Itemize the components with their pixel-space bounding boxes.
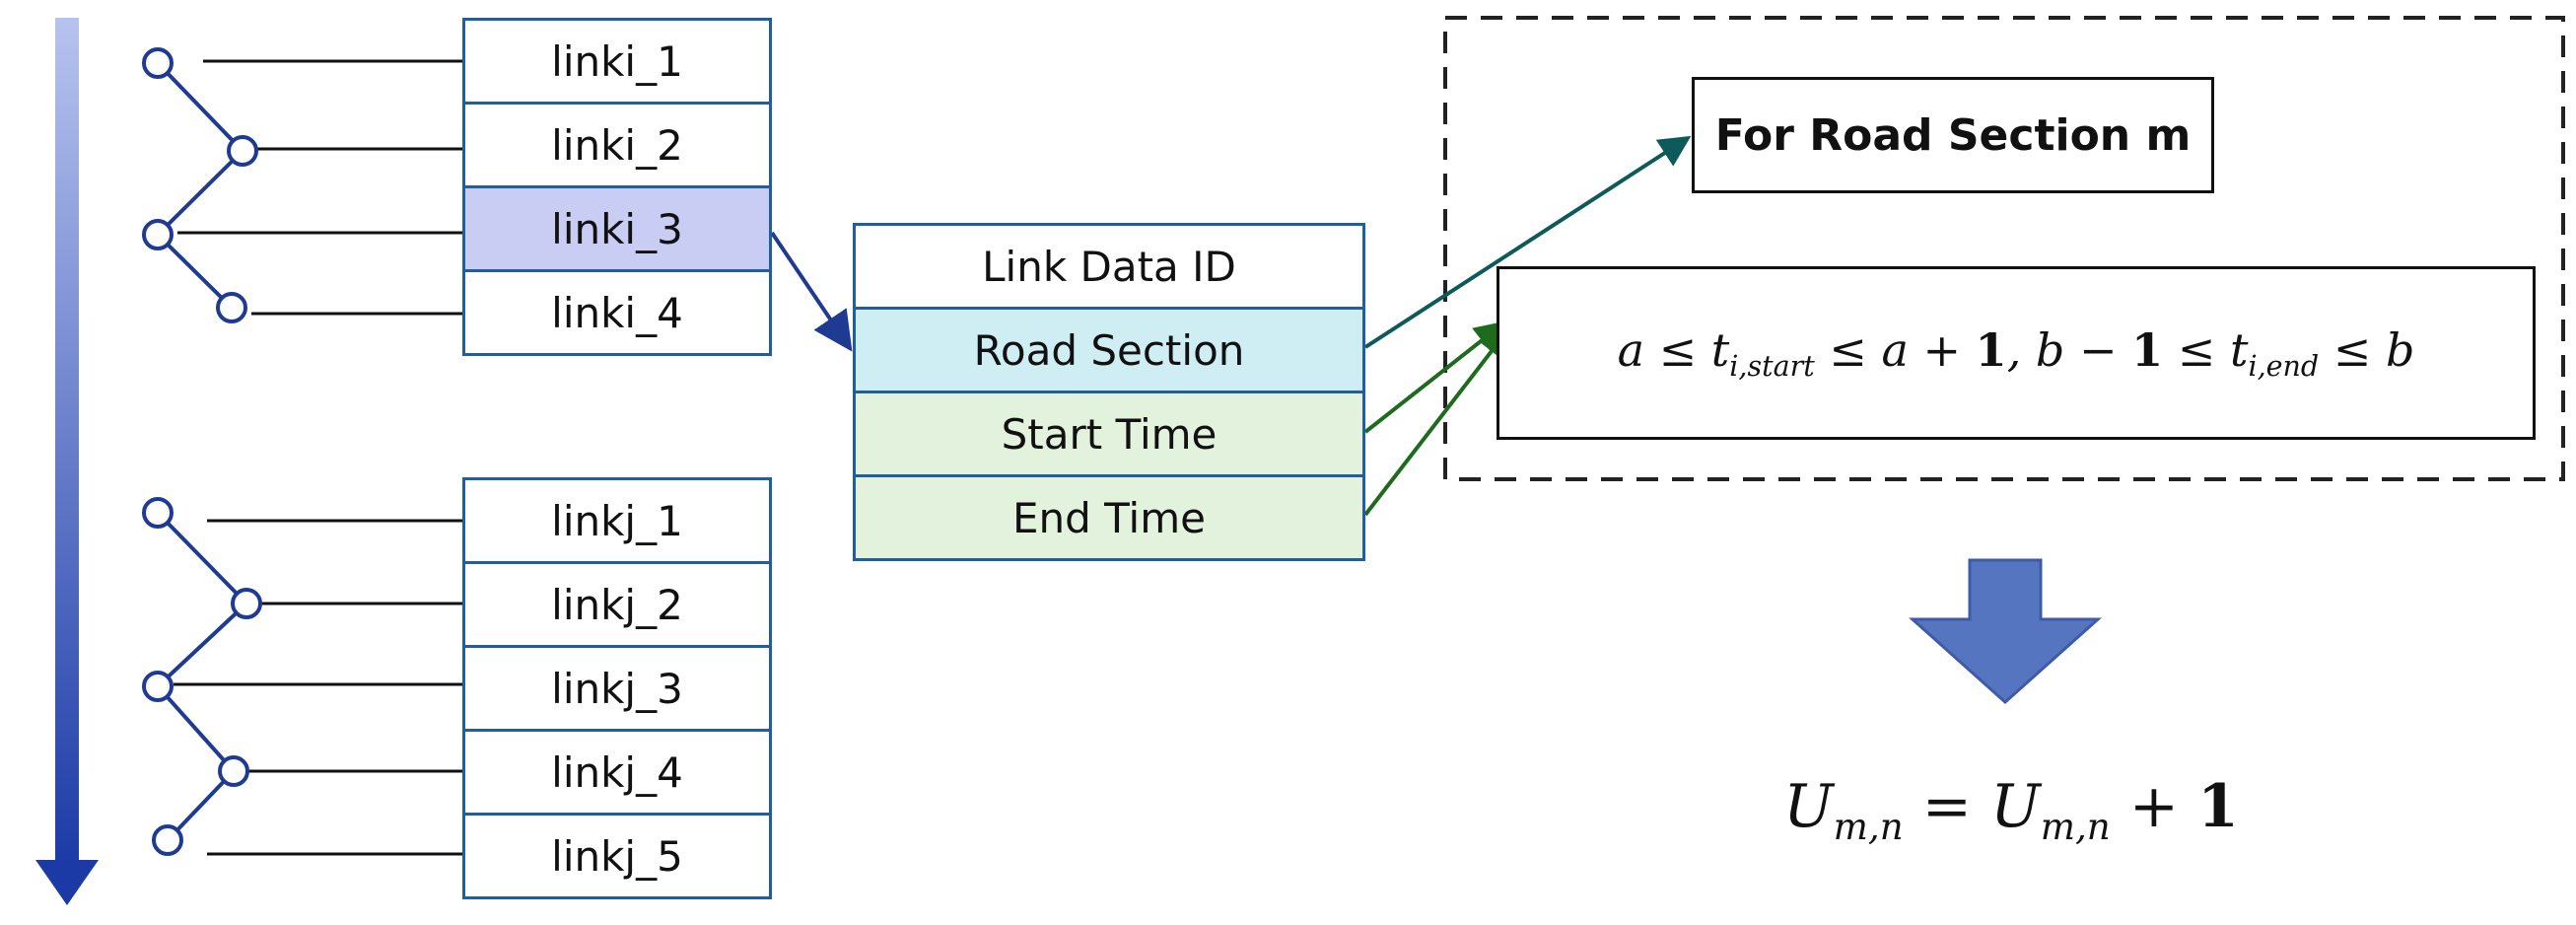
link-j-3: linkj_3 bbox=[462, 645, 772, 732]
link-j-5: linkj_5 bbox=[462, 813, 772, 899]
count-update-formula: Um,n = Um,n + 1 bbox=[1783, 772, 2239, 849]
link-i-2: linki_2 bbox=[462, 102, 772, 188]
result-down-arrow bbox=[1909, 558, 2102, 705]
arrow-start-time-to-condition bbox=[1363, 320, 1507, 434]
time-arrow bbox=[35, 18, 99, 905]
link-i-4: linki_4 bbox=[462, 269, 772, 356]
record-link-data-id: Link Data ID bbox=[853, 223, 1365, 310]
condition-title: For Road Section m bbox=[1692, 77, 2214, 193]
link-j-4: linkj_4 bbox=[462, 729, 772, 816]
arrow-linki3-to-record bbox=[770, 231, 853, 352]
link-i-1: linki_1 bbox=[462, 18, 772, 105]
record-road-section: Road Section bbox=[853, 307, 1365, 393]
condition-frame bbox=[1443, 16, 2565, 481]
link-i-3-highlighted: linki_3 bbox=[462, 185, 772, 272]
record-end-time: End Time bbox=[853, 474, 1365, 561]
tree-links-j bbox=[142, 497, 462, 856]
link-j-1: linkj_1 bbox=[462, 477, 772, 564]
link-j-2: linkj_2 bbox=[462, 561, 772, 648]
arrow-road-section-to-title bbox=[1363, 135, 1692, 349]
time-window-condition: a ≤ ti,start ≤ a + 1, b − 1 ≤ ti,end ≤ b bbox=[1497, 266, 2536, 440]
arrow-end-time-to-condition bbox=[1363, 325, 1511, 517]
record-start-time: Start Time bbox=[853, 391, 1365, 477]
tree-links-i bbox=[142, 47, 462, 323]
time-window-formula: a ≤ ti,start ≤ a + 1, b − 1 ≤ ti,end ≤ b bbox=[1617, 323, 2415, 383]
